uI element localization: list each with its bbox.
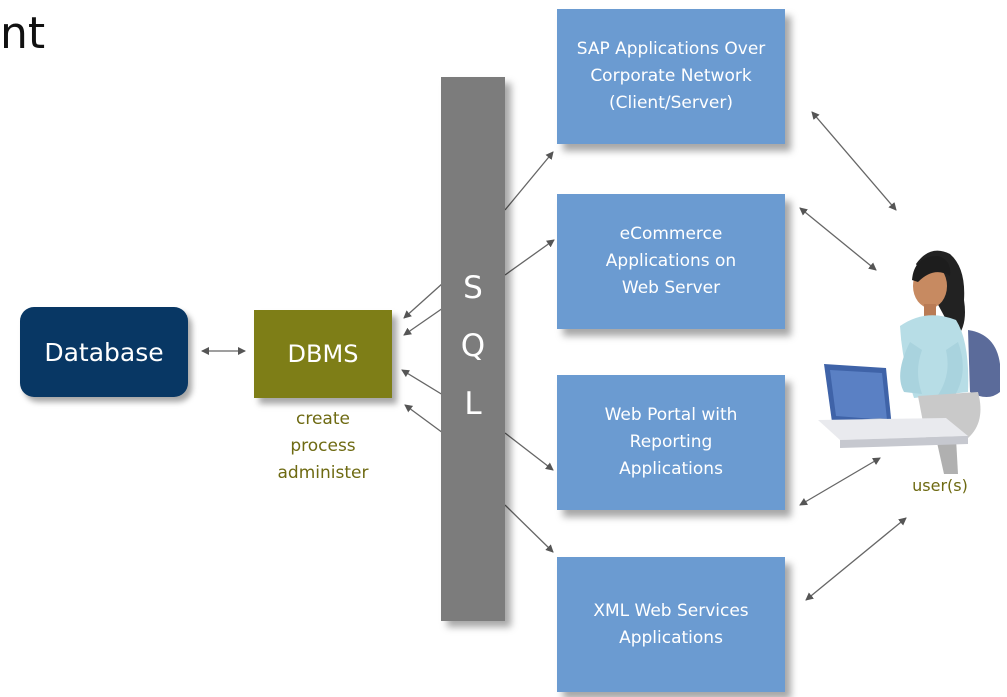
arrow-app4-user: [805, 517, 907, 601]
arrow-sql-dbms-4: [404, 404, 444, 434]
arrow-app1-user: [811, 111, 897, 211]
slide-title: nt: [0, 8, 46, 59]
arrow-sql-dbms-3: [401, 369, 444, 396]
sql-bar: [441, 77, 505, 621]
arrow-sql-app-4: [504, 504, 554, 553]
arrow-sql-dbms-1: [403, 282, 444, 319]
user-caption: user(s): [912, 476, 968, 495]
app-line: Applications on: [605, 251, 737, 271]
app-line: (Client/Server): [609, 93, 733, 113]
app-line: Applications: [619, 627, 723, 648]
app-line: XML Web Services: [593, 600, 749, 621]
app-line: Web Server: [621, 278, 721, 298]
dbms-caption-line: create: [296, 409, 350, 429]
arrow-sql-dbms-2: [403, 307, 444, 336]
database-node: Database: [20, 307, 188, 397]
app-line: Reporting: [629, 432, 713, 452]
arrow-sql-app-2: [504, 239, 555, 276]
app-line: eCommerce: [619, 224, 723, 244]
arrow-sql-app-1: [504, 151, 554, 211]
sql-letter-l: L: [464, 386, 482, 422]
app-line: SAP Applications Over: [576, 39, 766, 59]
app-ecommerce: eCommerce Applications on Web Server: [557, 194, 785, 329]
app-line: Applications: [619, 459, 723, 479]
arrow-sql-app-3: [504, 432, 554, 471]
chair-icon: [968, 330, 1000, 397]
app-web-portal: Web Portal with Reporting Applications: [557, 375, 785, 510]
sql-letter-s: S: [463, 270, 483, 306]
dbms-caption-line: administer: [277, 463, 369, 483]
arrow-app2-user: [799, 207, 877, 271]
dbms-caption-line: process: [290, 436, 356, 456]
arrow-app3-user: [799, 457, 881, 506]
app-line: Web Portal with: [604, 405, 738, 425]
app-line: Corporate Network: [590, 66, 752, 86]
app-xml-web-services: XML Web Services Applications: [557, 557, 785, 692]
app-sap: SAP Applications Over Corporate Network …: [557, 9, 785, 144]
dbms-node: DBMS: [254, 310, 392, 398]
dbms-caption: create process administer: [254, 406, 392, 487]
sql-letter-q: Q: [460, 328, 486, 364]
person-at-laptop-icon: [818, 250, 1000, 474]
